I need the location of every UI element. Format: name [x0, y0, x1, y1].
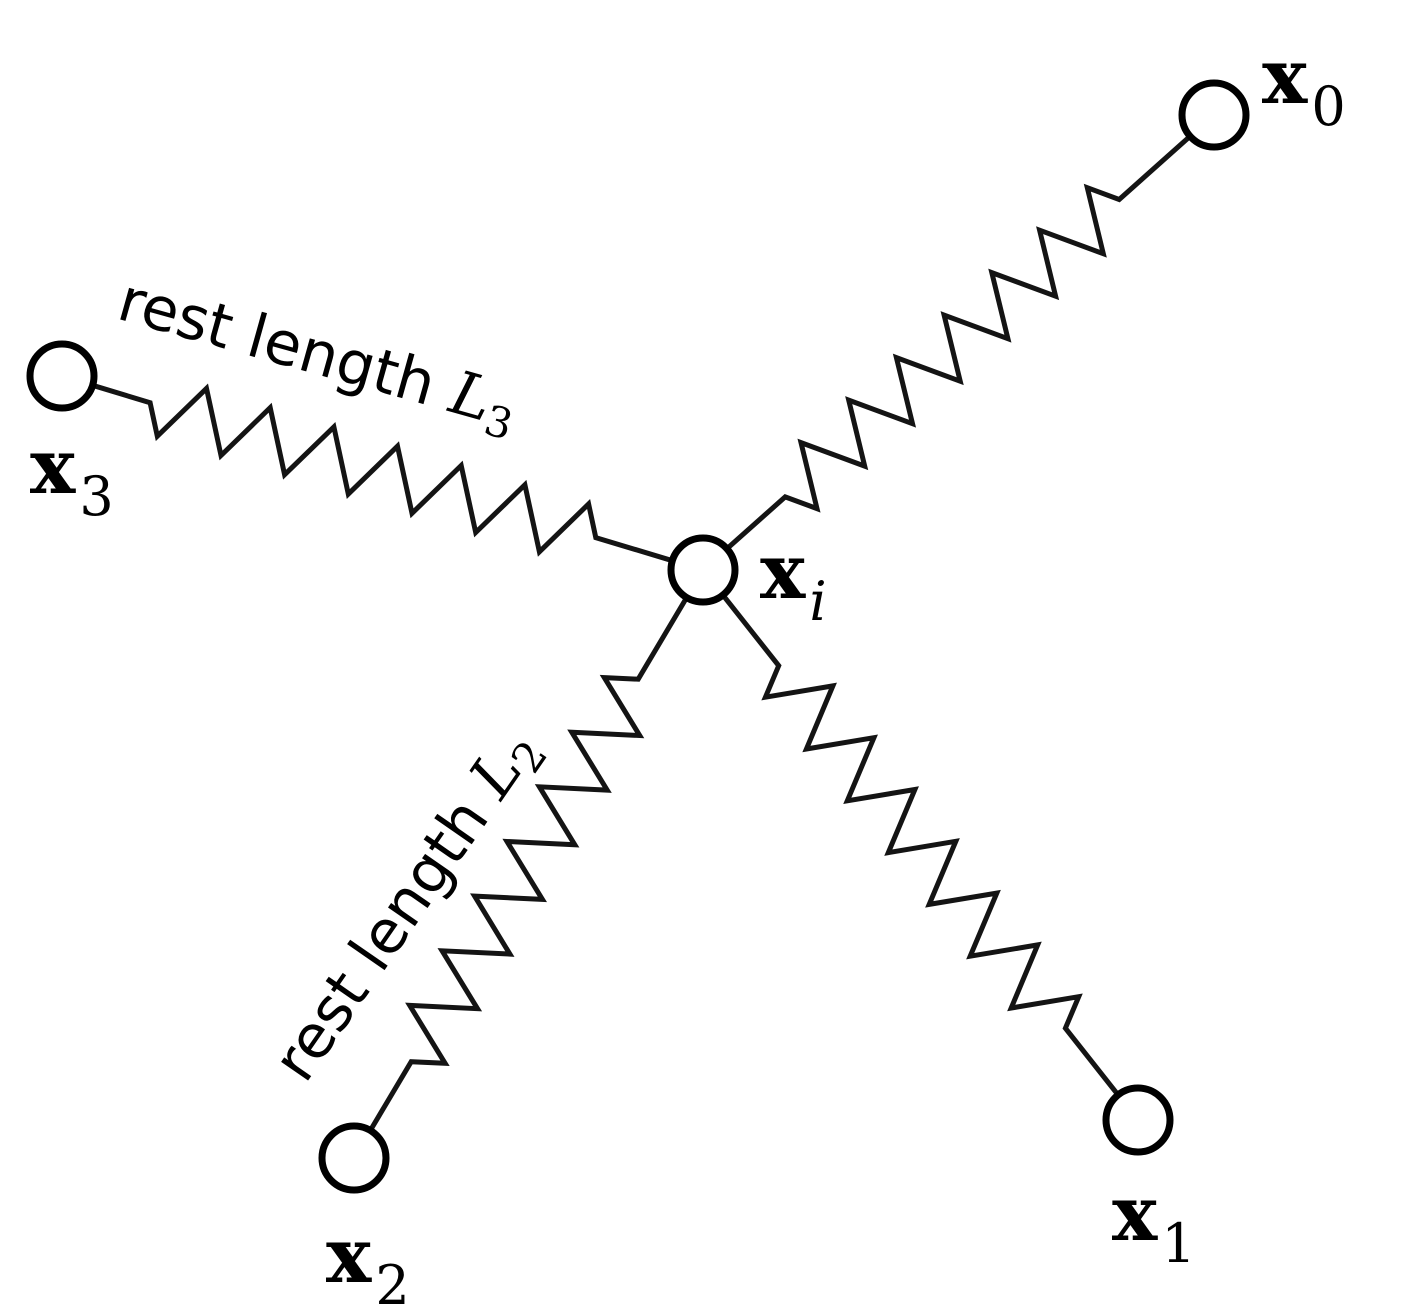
node-labels: x0 x1 x2 x3 xi	[30, 32, 1346, 1312]
spring-xi-x2	[367, 595, 690, 1133]
spring-xi-x0	[724, 133, 1193, 552]
node-x3	[26, 340, 98, 412]
label-x0: x0	[1262, 32, 1346, 138]
springs-group	[90, 133, 1193, 1133]
label-x3: x3	[30, 422, 114, 528]
label-xi: xi	[760, 527, 827, 633]
spring-xi-x1	[720, 592, 1121, 1098]
label-x2: x2	[326, 1211, 410, 1312]
node-x2	[318, 1122, 390, 1194]
node-x1	[1102, 1084, 1174, 1156]
nodes-group	[26, 79, 1250, 1194]
node-x0	[1178, 79, 1250, 151]
rest-length-label-2: rest length L2	[260, 716, 557, 1098]
node-xi	[667, 534, 739, 606]
label-x1: x1	[1112, 1169, 1196, 1275]
spring-xi-x3	[90, 382, 675, 564]
